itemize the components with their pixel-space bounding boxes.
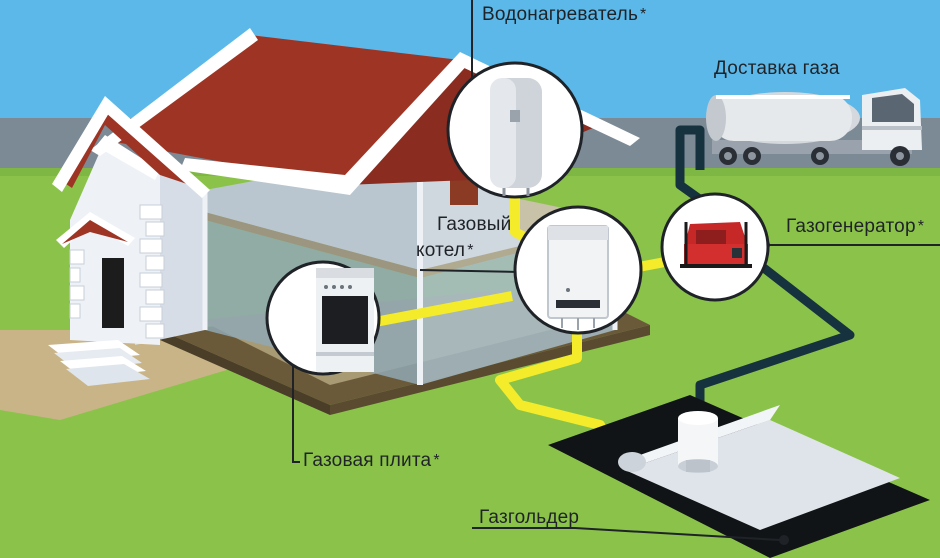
label-water-heater-text: Водонагреватель <box>482 4 639 25</box>
water-heater-bubble <box>446 61 584 199</box>
label-water-heater: Водонагреватель* <box>482 4 646 26</box>
label-water-heater-asterisk: * <box>640 6 647 23</box>
label-gas-stove-asterisk: * <box>433 452 440 469</box>
label-gas-boiler-asterisk: * <box>467 242 474 259</box>
label-gas-boiler-line1: Газовый <box>437 214 512 235</box>
gas-generator-bubble <box>660 192 770 302</box>
boiler-tank-icon <box>490 78 542 196</box>
wall-boiler-icon <box>547 225 609 330</box>
label-gas-boiler-text: котел <box>416 240 466 261</box>
front-door <box>102 258 124 328</box>
gas-boiler-bubble <box>513 205 643 335</box>
stove-icon <box>316 268 374 372</box>
tank-icon <box>548 395 930 558</box>
label-gas-delivery: Доставка газа <box>714 58 840 79</box>
quoins <box>69 204 165 339</box>
label-gas-stove: Газовая плита* <box>303 450 440 472</box>
label-gas-boiler-line2: котел* <box>416 240 474 262</box>
label-gas-generator-asterisk: * <box>917 218 925 235</box>
porch-steps <box>48 340 150 386</box>
gas-stove-bubble <box>265 260 381 376</box>
front-wall <box>70 140 160 345</box>
generator-icon <box>680 222 752 268</box>
tanker-truck-icon <box>706 88 922 166</box>
label-gas-holder: Газгольдер <box>479 507 580 528</box>
label-gas-generator-text: Газогенератор <box>786 216 916 237</box>
label-gas-generator: Газогенератор* <box>786 216 924 238</box>
supply-pipe-truck <box>675 125 718 214</box>
callout-lines <box>292 0 940 541</box>
label-gas-stove-text: Газовая плита <box>303 450 432 471</box>
